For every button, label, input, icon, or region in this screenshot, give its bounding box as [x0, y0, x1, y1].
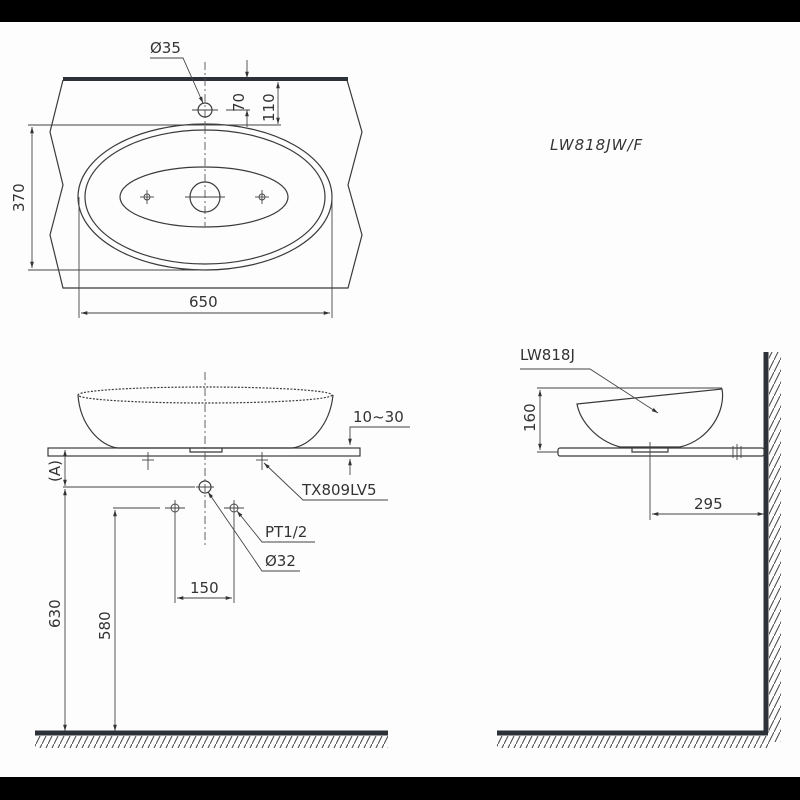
floor-hatch	[35, 736, 388, 748]
supply-thread-label: PT1/2	[265, 523, 307, 541]
dim-150: 150	[190, 579, 219, 597]
wall-hatch	[769, 352, 781, 742]
supply-right	[224, 500, 244, 603]
front-view: 10~30 TX809LV5 (A) PT1/2 Ø32 150 630	[35, 372, 410, 748]
fixing-right	[256, 452, 268, 470]
dim-650: 650	[189, 293, 218, 311]
dim-630: 630	[46, 599, 64, 628]
bottom-black-bar	[0, 777, 800, 800]
dim-160: 160	[521, 403, 539, 432]
dim-295: 295	[694, 495, 723, 513]
basin-rim	[77, 386, 333, 404]
drain-fitting	[189, 448, 223, 453]
wall-bolt	[732, 444, 742, 460]
model-label: LW818JW/F	[550, 136, 643, 154]
floor-hatch	[497, 736, 769, 748]
drain-diameter-label: Ø32	[265, 552, 296, 570]
dim-70: 70	[230, 93, 248, 112]
basin-bottom	[119, 166, 289, 228]
fixing-point-left	[140, 190, 154, 204]
plan-view: Ø35 70 110 370 650	[10, 39, 363, 318]
dim-370: 370	[10, 183, 28, 212]
dim-110: 110	[260, 93, 278, 122]
fixing-left	[142, 452, 154, 470]
fixing-point-right	[255, 190, 269, 204]
basin-profile	[576, 388, 724, 448]
supply-left	[165, 500, 185, 603]
top-black-bar	[0, 0, 800, 22]
counter-outline	[49, 79, 363, 289]
counter-top	[47, 447, 361, 457]
counter-thickness-label: 10~30	[353, 408, 404, 426]
tap-hole-label: Ø35	[150, 39, 181, 57]
side-model-label: LW818J	[520, 346, 575, 364]
waste-model-label: TX809LV5	[301, 481, 377, 499]
dim-a: (A)	[46, 460, 64, 482]
dim-580: 580	[96, 611, 114, 640]
side-view: 160 LW818J 295	[497, 346, 781, 748]
